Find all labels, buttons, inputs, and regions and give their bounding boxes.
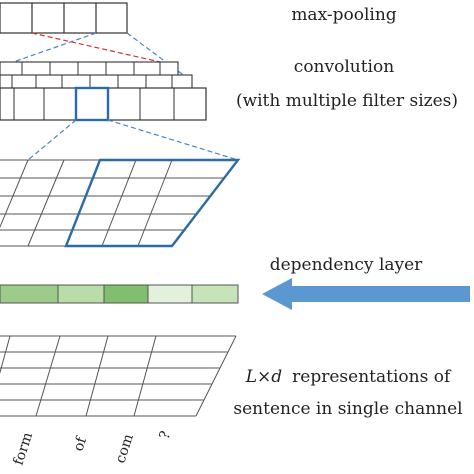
filter-sizes-label: (with multiple filter sizes) bbox=[236, 91, 458, 111]
token-label: com bbox=[113, 432, 137, 465]
convolution-feature-maps bbox=[0, 61, 207, 122]
token-label: form bbox=[11, 430, 37, 467]
filter-window-highlight bbox=[64, 158, 241, 248]
token-label: of bbox=[71, 434, 91, 454]
filter-connector-lines bbox=[27, 119, 239, 161]
dependency-layer-label: dependency layer bbox=[270, 255, 423, 275]
token-label: ? bbox=[157, 429, 175, 441]
representation-label-line2: sentence in single channel bbox=[233, 399, 462, 419]
highlighted-conv-cell bbox=[74, 86, 110, 122]
pooling-connector-lines bbox=[1, 32, 191, 81]
input-matrix-lower bbox=[0, 335, 237, 417]
max-pooling-label: max-pooling bbox=[291, 5, 396, 25]
token-labels: form of com ? bbox=[11, 429, 175, 467]
convolution-label: convolution bbox=[294, 57, 394, 77]
input-matrix-upper bbox=[0, 159, 239, 247]
max-pooling-vector bbox=[0, 2, 128, 34]
feature-map-front bbox=[0, 87, 207, 121]
dependency-arrow bbox=[262, 278, 470, 310]
dependency-layer-vector bbox=[0, 284, 239, 304]
